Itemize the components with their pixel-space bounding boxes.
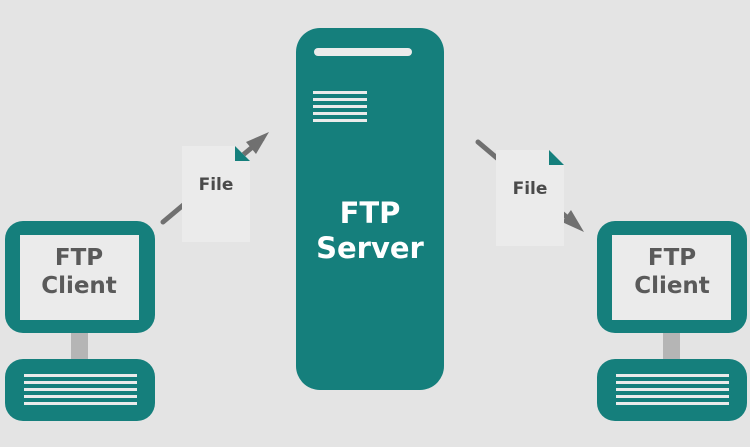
file-document-right xyxy=(496,150,564,246)
file-corner-fold xyxy=(235,146,250,161)
ftp-client-left xyxy=(5,221,155,421)
server-label-line2: Server xyxy=(316,230,424,265)
client-label-line2: Client xyxy=(634,272,710,299)
client-keyboard-lines xyxy=(616,374,729,405)
arrow-head-icon xyxy=(246,132,269,154)
client-screen xyxy=(20,235,139,320)
server-label: FTP Server xyxy=(296,196,444,266)
server-label-line1: FTP xyxy=(339,196,401,230)
server-vent-lines xyxy=(313,91,367,122)
client-label-line1: FTP xyxy=(54,245,104,271)
arrow-head-icon xyxy=(562,210,584,232)
ftp-server xyxy=(296,28,444,390)
ftp-client-right xyxy=(597,221,747,421)
client-screen xyxy=(612,235,731,320)
client-label-line1: FTP xyxy=(647,245,697,271)
client-monitor-stand xyxy=(71,333,88,359)
client-monitor-stand xyxy=(663,333,680,359)
file-document-left xyxy=(182,146,250,242)
file-page xyxy=(182,146,250,242)
client-right-label: FTP Client xyxy=(612,245,732,300)
file-page xyxy=(496,150,564,246)
client-keyboard-lines xyxy=(24,374,137,405)
client-left-label: FTP Client xyxy=(19,245,139,300)
file-corner-fold xyxy=(549,150,564,165)
file-right-label: File xyxy=(512,179,548,199)
client-label-line2: Client xyxy=(41,272,117,299)
file-left-label: File xyxy=(198,175,234,195)
server-tower-body xyxy=(296,28,444,390)
server-drive-slot xyxy=(314,48,412,56)
